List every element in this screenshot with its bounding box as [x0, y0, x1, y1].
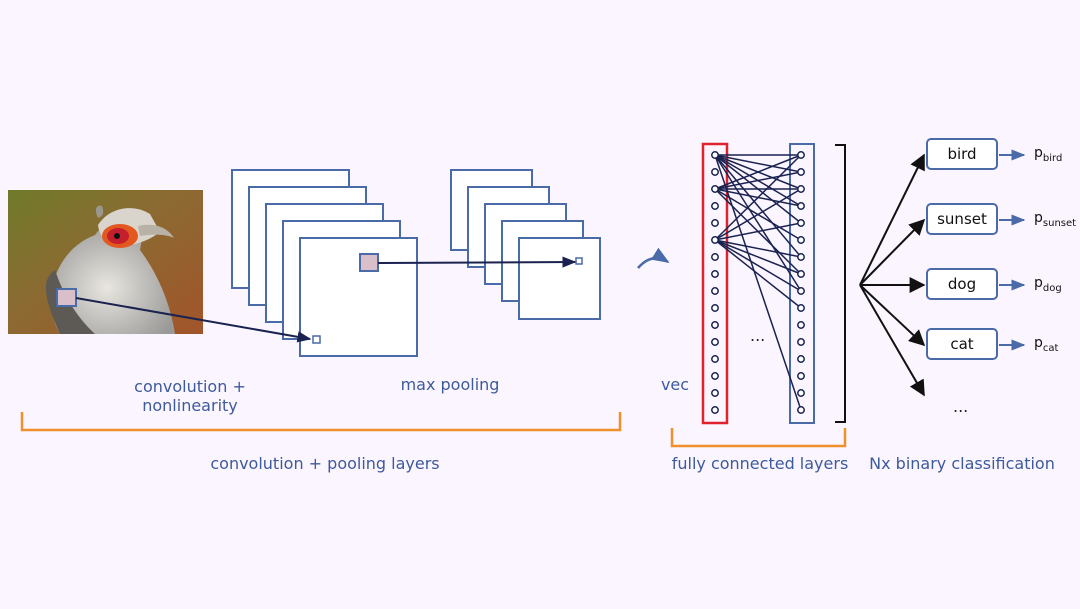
- pool-arrow: [377, 256, 577, 268]
- input-bird-image: [8, 190, 203, 334]
- classification-arrows: [859, 153, 926, 397]
- hidden-neuron: [797, 168, 805, 176]
- fc-connection-line: [714, 188, 802, 241]
- prob-cat-base: p: [1034, 335, 1043, 351]
- hidden-neuron: [797, 253, 805, 261]
- vec-neuron: [711, 406, 719, 414]
- flatten-arrow: [637, 247, 670, 269]
- fc-connection-line: [714, 171, 802, 190]
- hidden-neuron: [797, 270, 805, 278]
- vec-neuron: [711, 270, 719, 278]
- fc-bracket: [670, 428, 847, 448]
- hidden-neuron: [797, 372, 805, 380]
- vec-neuron: [711, 151, 719, 159]
- vec-neuron: [711, 389, 719, 397]
- vec-neuron: [711, 219, 719, 227]
- conv-arrow: [75, 297, 312, 343]
- hidden-neuron: [797, 185, 805, 193]
- prob-cat-sub: cat: [1042, 342, 1059, 354]
- pool-target-cell: [575, 257, 583, 265]
- hidden-neuron: [797, 304, 805, 312]
- hidden-layer-box: [789, 143, 815, 424]
- vec-neuron: [711, 287, 719, 295]
- vec-neuron: [711, 321, 719, 329]
- vec-layer-box: [701, 142, 729, 425]
- fc-connection-line: [714, 239, 802, 292]
- vec-neuron: [711, 168, 719, 176]
- prob-dog-sub: dog: [1042, 282, 1062, 294]
- prob-bird-base: p: [1034, 145, 1043, 161]
- hidden-neuron: [797, 202, 805, 210]
- fc-connections: [714, 154, 802, 411]
- fc-connection-line: [714, 154, 802, 241]
- fc-connection-line: [714, 222, 802, 241]
- prob-dog: pdog: [1034, 275, 1062, 294]
- max-pooling-label: max pooling: [400, 375, 500, 394]
- prob-bird: pbird: [1034, 145, 1062, 164]
- hidden-neuron: [797, 236, 805, 244]
- fc-connection-line: [714, 239, 802, 275]
- vec-neuron: [711, 202, 719, 210]
- hidden-neuron: [797, 406, 805, 414]
- conv-label-line1: convolution +: [134, 377, 246, 396]
- conv-label-line2: nonlinearity: [142, 396, 238, 415]
- prob-sunset: psunset: [1034, 210, 1076, 229]
- conv-pool-bracket: [20, 412, 622, 432]
- nx-binary-label: Nx binary classification: [869, 454, 1055, 473]
- fc-layers-label: fully connected layers: [671, 454, 849, 473]
- conv-target-cell: [312, 335, 321, 344]
- vec-label: vec: [660, 375, 690, 394]
- fc-connection-line: [714, 154, 802, 190]
- fc-output-bracket: [835, 144, 846, 423]
- prob-sunset-sub: sunset: [1042, 217, 1077, 229]
- conv-nonlinearity-label: convolution + nonlinearity: [120, 377, 260, 415]
- hidden-neuron: [797, 321, 805, 329]
- prob-bird-sub: bird: [1042, 152, 1063, 164]
- vec-neuron: [711, 304, 719, 312]
- prob-cat: pcat: [1034, 335, 1058, 354]
- fc-connection-line: [714, 154, 802, 258]
- hidden-neuron: [797, 287, 805, 295]
- pool-window: [359, 253, 379, 272]
- hidden-neuron: [797, 338, 805, 346]
- class-box-bird: bird: [926, 138, 998, 170]
- hidden-neuron: [797, 389, 805, 397]
- vec-neuron: [711, 355, 719, 363]
- probability-arrows: [999, 149, 1026, 351]
- conv-pool-layers-label: convolution + pooling layers: [210, 454, 440, 473]
- class-box-cat: cat: [926, 328, 998, 360]
- more-classes-ellipsis: ...: [953, 397, 969, 416]
- hidden-neuron: [797, 355, 805, 363]
- fc-connection-line: [714, 239, 802, 309]
- fc-connection-line: [714, 239, 802, 258]
- pooled-feature-maps: [450, 169, 601, 320]
- vec-neuron: [711, 253, 719, 261]
- fc-ellipsis: ...: [750, 326, 766, 345]
- hidden-neuron: [797, 151, 805, 159]
- fc-nodes: [711, 151, 805, 414]
- class-box-sunset: sunset: [926, 203, 998, 235]
- prob-sunset-base: p: [1034, 210, 1043, 226]
- vec-neuron: [711, 372, 719, 380]
- hidden-neuron: [797, 219, 805, 227]
- vec-neuron: [711, 236, 719, 244]
- class-box-dog: dog: [926, 268, 998, 300]
- vec-neuron: [711, 185, 719, 193]
- prob-dog-base: p: [1034, 275, 1043, 291]
- vec-neuron: [711, 338, 719, 346]
